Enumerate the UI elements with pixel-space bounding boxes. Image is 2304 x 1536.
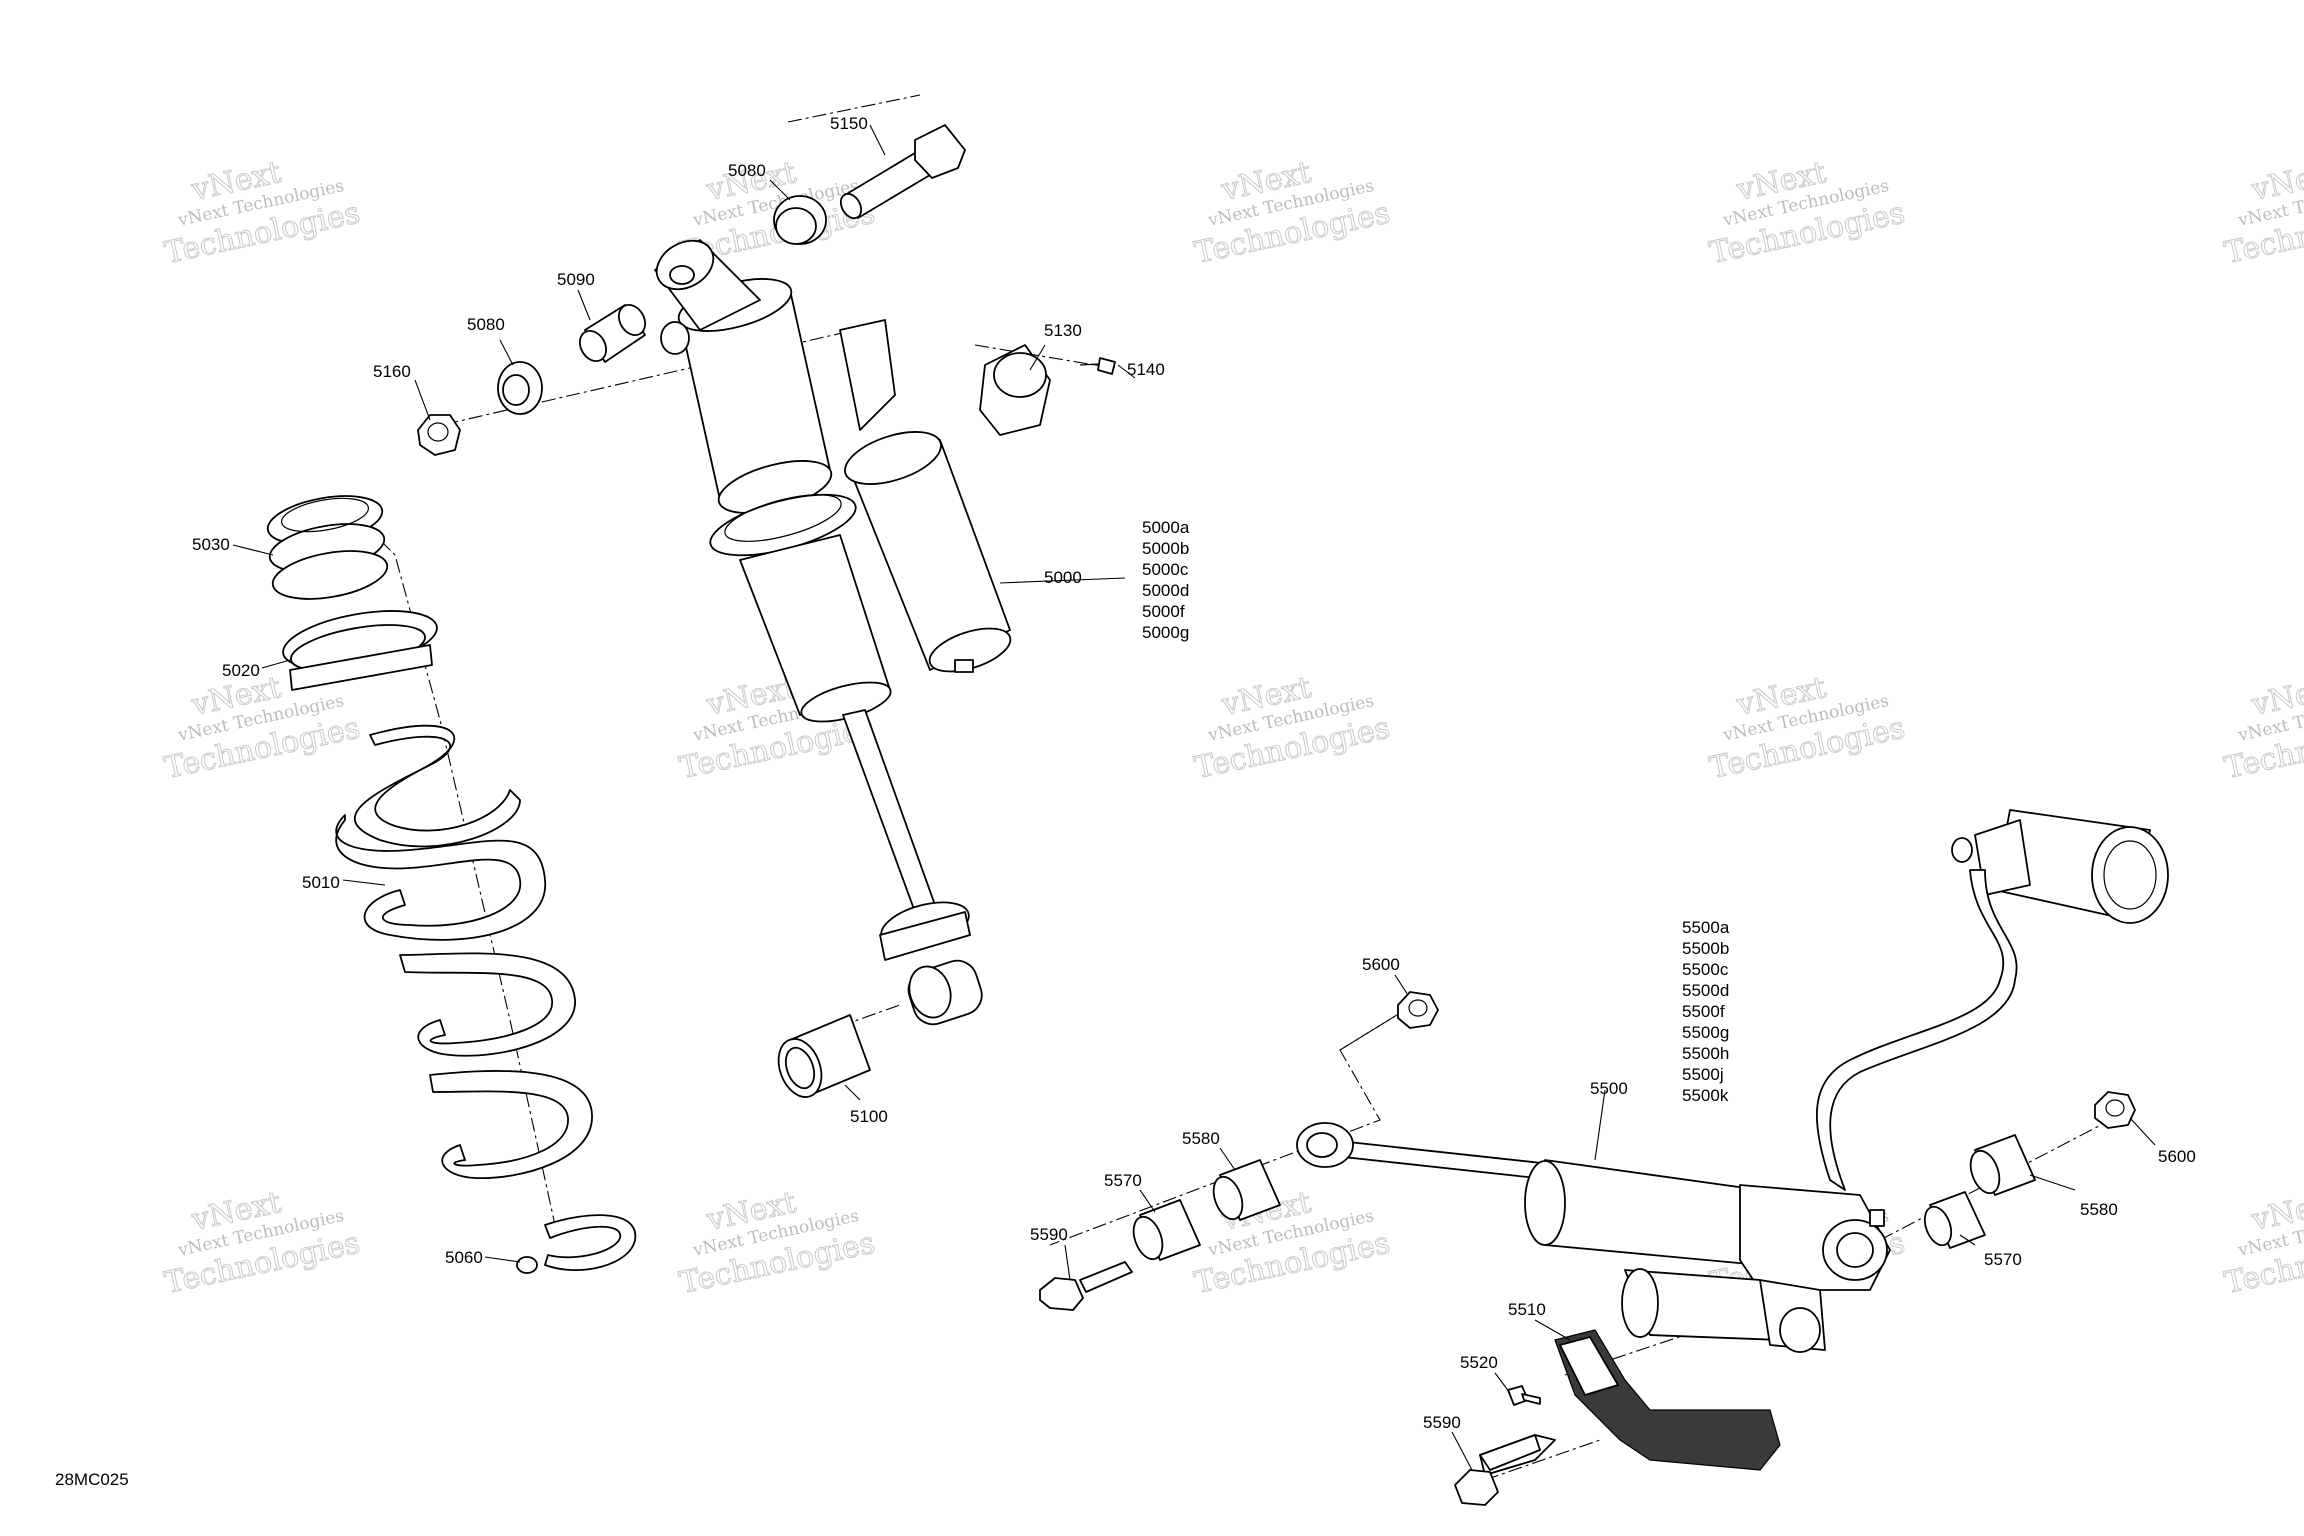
variant-5000-1: 5000b [1142,539,1189,558]
label-5090: 5090 [557,270,595,289]
label-5600-right: 5600 [2158,1147,2196,1166]
variant-5500-4: 5500f [1682,1002,1725,1021]
part-labels: 5150 5080 5090 5080 5160 5130 5140 5030 … [55,114,2196,1489]
sleeve-5090 [578,304,647,363]
rear-shock-absorber-5500 [1296,809,2169,1353]
label-5570-left: 5570 [1104,1171,1142,1190]
label-5060: 5060 [445,1248,483,1267]
sleeve-5570-right [1923,1191,1986,1249]
washer-5080-left [497,361,543,415]
label-5520: 5520 [1460,1353,1498,1372]
bushing-5580-right [1969,1134,2036,1196]
bolt-5150 [839,124,966,220]
label-5150: 5150 [830,114,868,133]
label-5590-upper: 5590 [1030,1225,1068,1244]
label-5510: 5510 [1508,1300,1546,1319]
bolt-5590-lower [1454,1434,1556,1506]
variant-5500-0: 5500a [1682,918,1730,937]
diagram-id-code: 28MC025 [55,1470,129,1489]
coil-spring-5010 [335,724,593,1179]
nut-5600-left [1397,991,1439,1029]
screw-5140 [1079,357,1116,375]
variant-5500-5: 5500g [1682,1023,1729,1042]
retaining-clip-5060 [516,1214,637,1274]
variant-5500-7: 5500j [1682,1065,1724,1084]
bushing-5100 [777,1014,871,1098]
screw-5520 [1507,1385,1541,1406]
nut-5160 [417,414,461,456]
label-5600-left: 5600 [1362,955,1400,974]
guard-5510 [1554,1329,1781,1471]
variant-5000-3: 5000d [1142,581,1189,600]
adjuster-cap-5130 [979,344,1051,436]
label-5500: 5500 [1590,1079,1628,1098]
variant-5500-6: 5500h [1682,1044,1729,1063]
label-5030: 5030 [192,535,230,554]
label-5570-right: 5570 [1984,1250,2022,1269]
variant-5500-8: 5500k [1682,1086,1729,1105]
label-5160: 5160 [373,362,411,381]
label-5080-left: 5080 [467,315,505,334]
variant-5500-3: 5500d [1682,981,1729,1000]
sleeve-5570-left [1132,1199,1201,1261]
variant-5000-0: 5000a [1142,518,1190,537]
variant-5500-2: 5500c [1682,960,1729,979]
label-5130: 5130 [1044,321,1082,340]
variant-list-5500: 5500a 5500b 5500c 5500d 5500f 5500g 5500… [1682,918,1730,1105]
label-5100: 5100 [850,1107,888,1126]
label-5580-right: 5580 [2080,1200,2118,1219]
leader-lines [232,124,2156,1471]
spring-seat-5020 [282,610,438,691]
nut-5600-right [2094,1091,2136,1129]
preload-rings-5030 [266,495,389,600]
variant-list-5000: 5000a 5000b 5000c 5000d 5000f 5000g [1142,518,1190,642]
label-5580-left: 5580 [1182,1129,1220,1148]
variant-5500-1: 5500b [1682,939,1729,958]
variant-5000-4: 5000f [1142,602,1185,621]
bushing-5580-left [1212,1159,1281,1221]
label-5010: 5010 [302,873,340,892]
label-5590-lower: 5590 [1423,1413,1461,1432]
washer-5080-top [773,195,827,245]
label-5080-top: 5080 [728,161,766,180]
label-5140: 5140 [1127,360,1165,379]
label-5000: 5000 [1044,568,1082,587]
variant-5000-5: 5000g [1142,623,1189,642]
label-5020: 5020 [222,661,260,680]
bolt-5590-upper [1039,1261,1133,1311]
variant-5000-2: 5000c [1142,560,1189,579]
front-shock-absorber-5000 [654,239,1012,1026]
